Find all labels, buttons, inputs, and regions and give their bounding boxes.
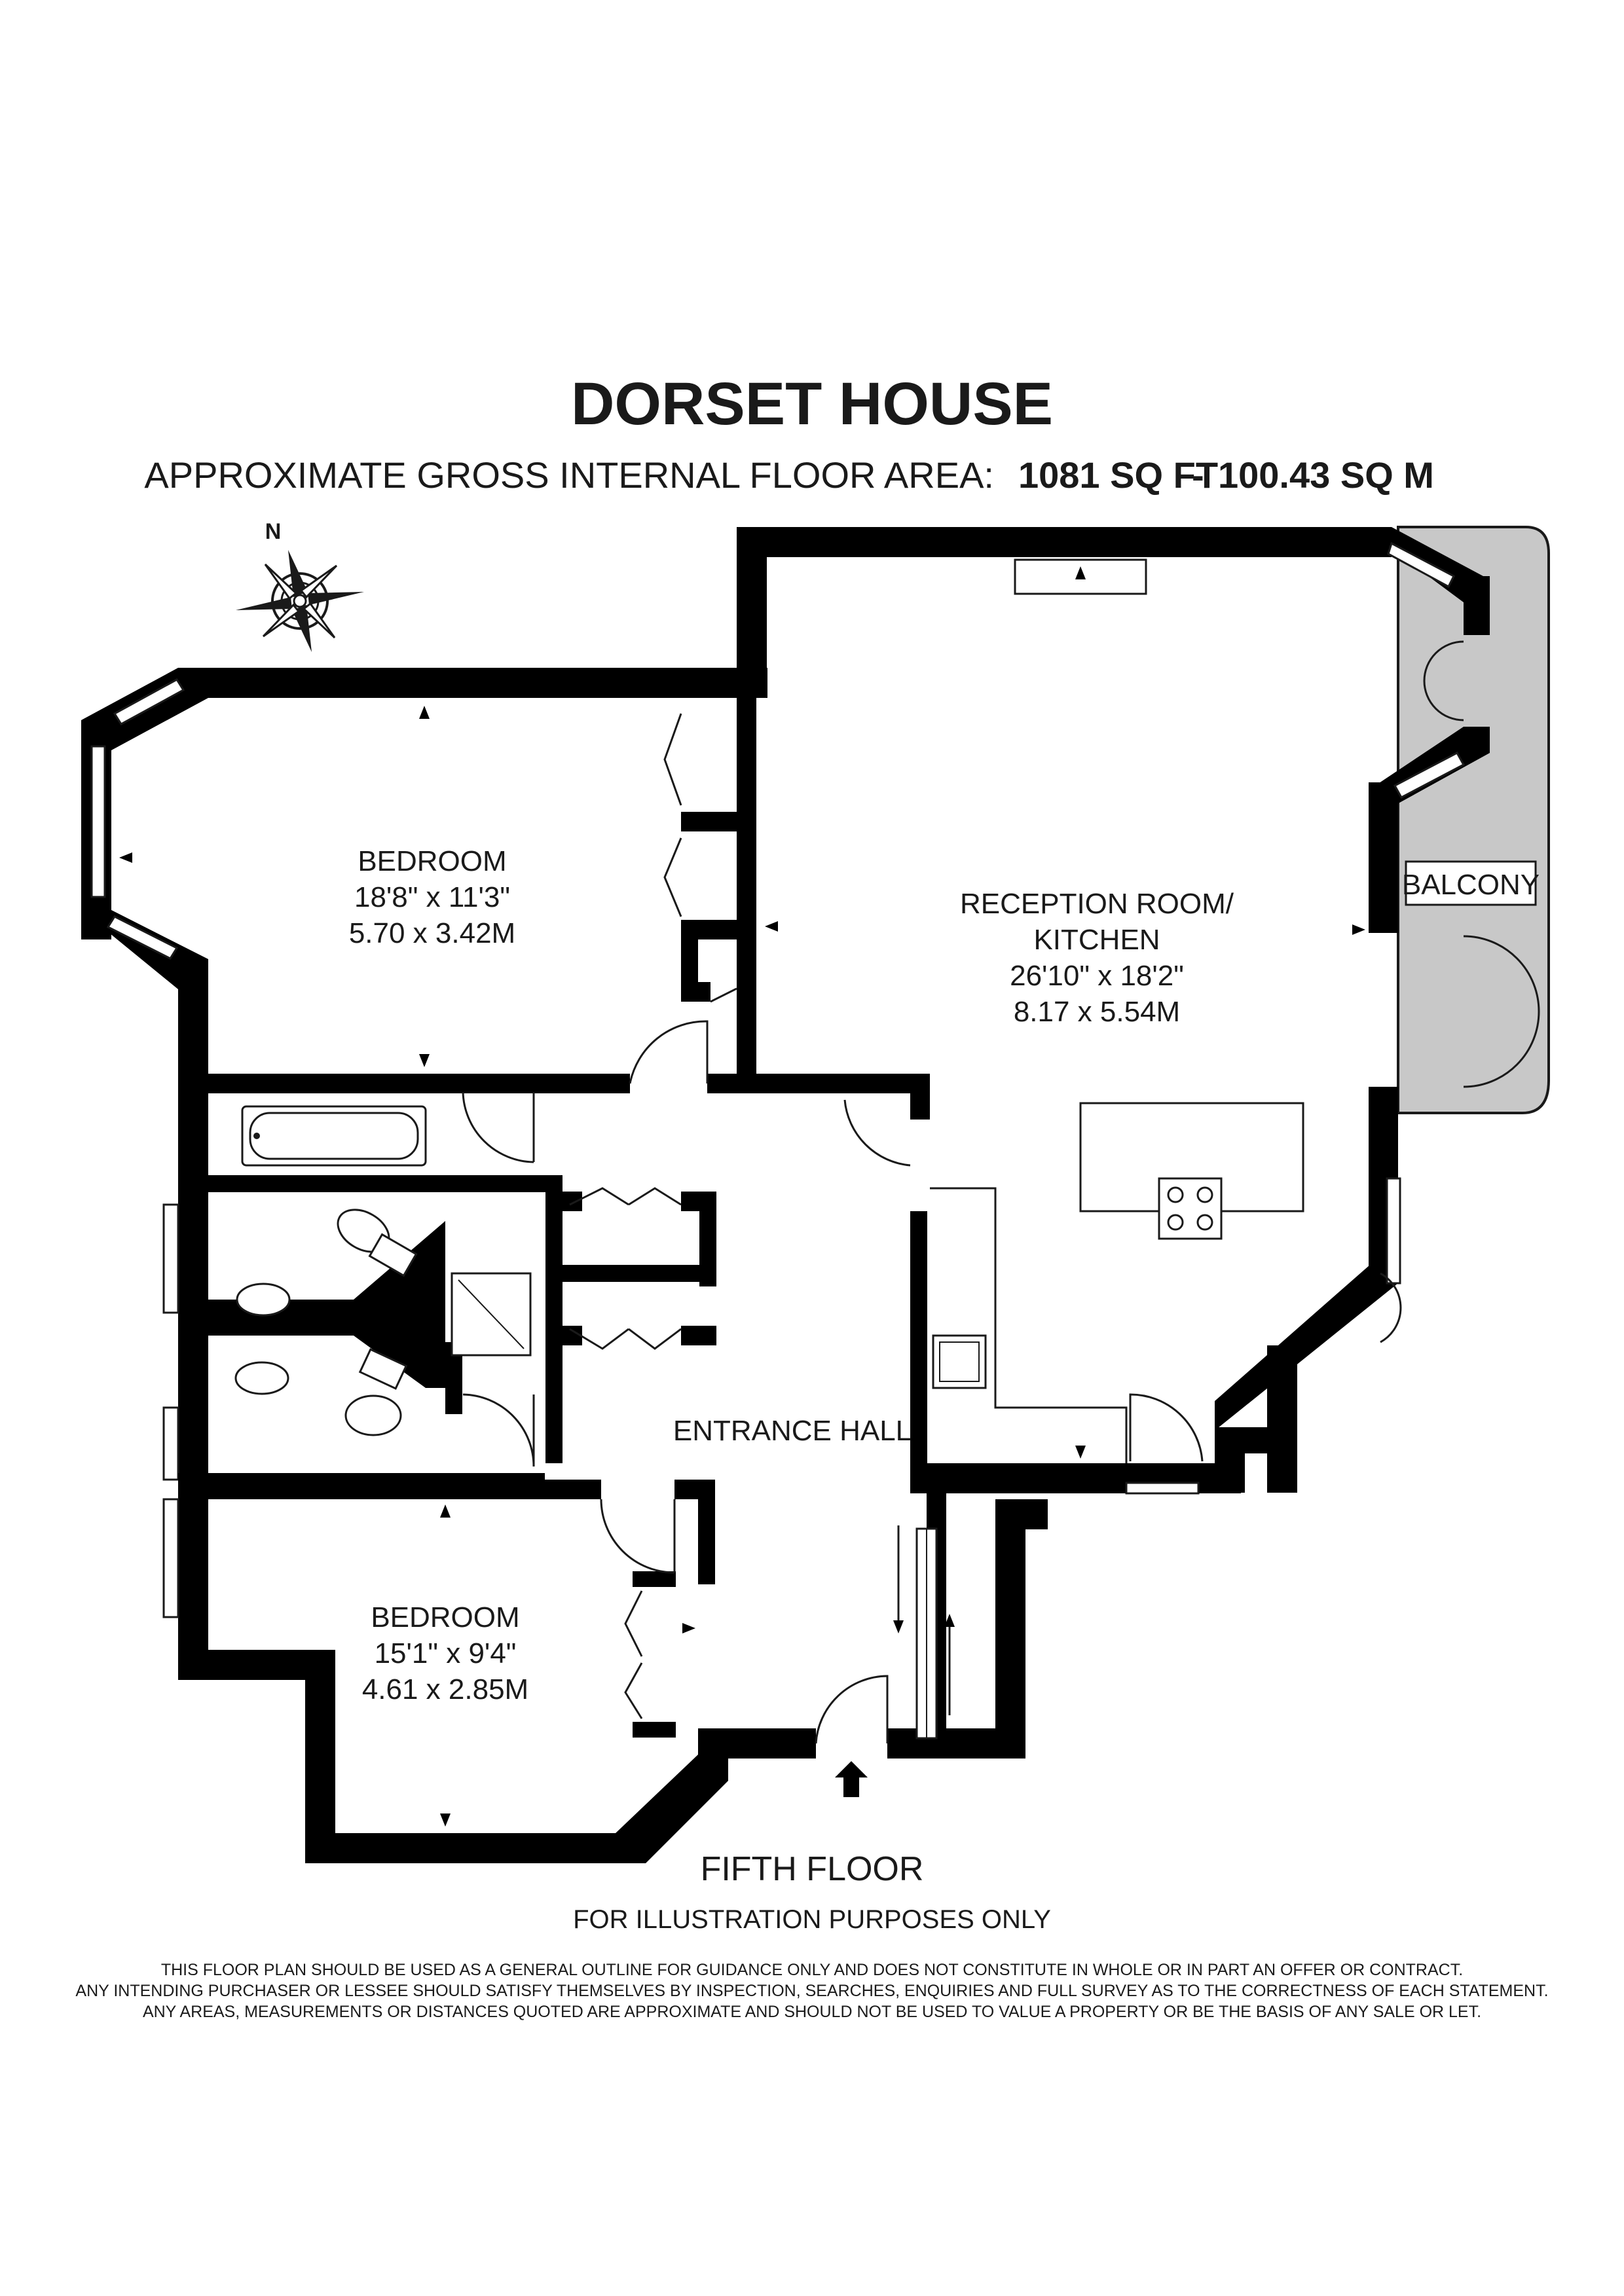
disclaimer-line-3: ANY AREAS, MEASUREMENTS OR DISTANCES QUO… bbox=[143, 2003, 1481, 2021]
internal-walls bbox=[178, 684, 946, 1758]
disclaimer-line-2: ANY INTENDING PURCHASER OR LESSEE SHOULD… bbox=[75, 1982, 1548, 2000]
disclaimer-line-1: THIS FLOOR PLAN SHOULD BE USED AS A GENE… bbox=[161, 1961, 1463, 1979]
illustration-note: FOR ILLUSTRATION PURPOSES ONLY bbox=[573, 1905, 1051, 1934]
external-walls bbox=[81, 527, 1490, 1863]
svg-text:26'10" x 18'2": 26'10" x 18'2" bbox=[1010, 960, 1184, 992]
svg-text:5.70 x 3.42M: 5.70 x 3.42M bbox=[349, 917, 515, 949]
doors bbox=[462, 640, 1540, 1744]
wardrobe-doors bbox=[569, 713, 737, 1719]
svg-text:BALCONY: BALCONY bbox=[1402, 869, 1540, 901]
svg-text:RECEPTION ROOM/: RECEPTION ROOM/ bbox=[960, 888, 1234, 920]
svg-text:4.61 x 2.85M: 4.61 x 2.85M bbox=[362, 1673, 528, 1705]
room-label-bedroom-1: BEDROOM 18'8" x 11'3" 5.70 x 3.42M bbox=[349, 845, 515, 949]
area-separator: - bbox=[1192, 454, 1204, 496]
balcony-area bbox=[1397, 526, 1550, 1114]
dimension-markers bbox=[119, 566, 1365, 1827]
room-label-bedroom-2: BEDROOM 15'1" x 9'4" 4.61 x 2.85M bbox=[362, 1601, 528, 1705]
area-sqft: 1081 SQ FT bbox=[1018, 454, 1218, 496]
windows bbox=[90, 541, 1466, 1618]
entrance-arrow-icon bbox=[835, 1761, 868, 1797]
balcony-label: BALCONY bbox=[1402, 860, 1540, 906]
svg-text:KITCHEN: KITCHEN bbox=[1033, 924, 1160, 956]
page-title: DORSET HOUSE bbox=[571, 371, 1053, 437]
svg-text:BEDROOM: BEDROOM bbox=[371, 1601, 519, 1633]
svg-text:8.17 x 5.54M: 8.17 x 5.54M bbox=[1014, 996, 1180, 1028]
floor-label: FIFTH FLOOR bbox=[701, 1850, 924, 1888]
room-label-entrance-hall: ENTRANCE HALL bbox=[673, 1415, 912, 1447]
svg-text:15'1" x 9'4": 15'1" x 9'4" bbox=[375, 1637, 517, 1669]
room-label-reception: RECEPTION ROOM/ KITCHEN 26'10" x 18'2" 8… bbox=[960, 888, 1234, 1028]
svg-text:BEDROOM: BEDROOM bbox=[358, 845, 506, 877]
compass-icon: N bbox=[236, 519, 364, 652]
area-sqm: 100.43 SQ M bbox=[1218, 454, 1434, 496]
svg-text:18'8" x 11'3": 18'8" x 11'3" bbox=[354, 881, 510, 913]
area-label: APPROXIMATE GROSS INTERNAL FLOOR AREA: bbox=[144, 454, 994, 496]
fixtures bbox=[234, 558, 1304, 1740]
compass-north-label: N bbox=[265, 519, 282, 544]
